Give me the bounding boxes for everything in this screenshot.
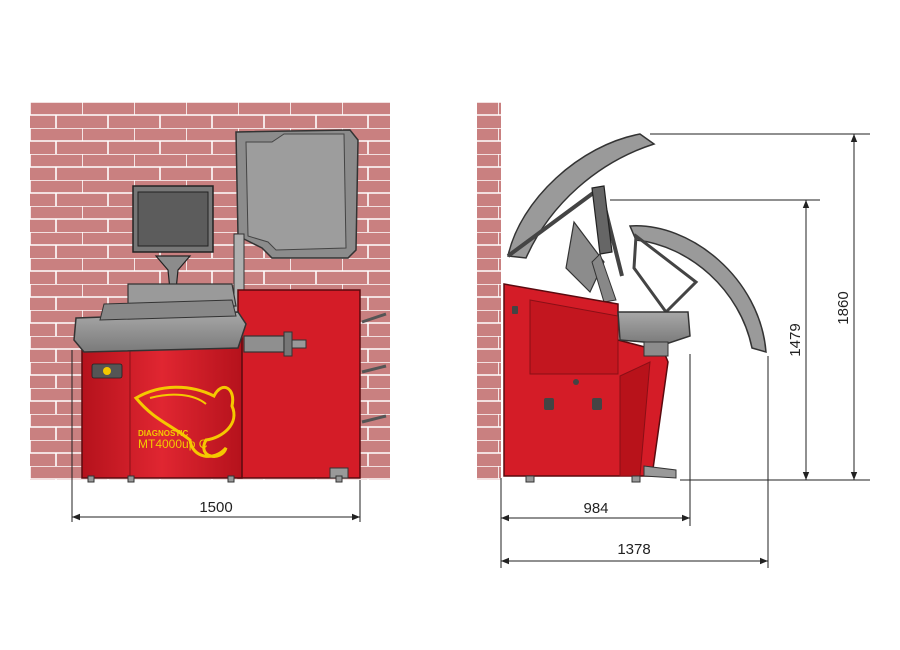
wheel-guard-side-open	[506, 133, 656, 294]
front-view: DIAGNOSTIC MT4000up C 1500	[30, 102, 390, 522]
weight-holders	[361, 312, 387, 424]
dimension-height-open: 1860	[650, 133, 870, 480]
brand-label-small: DIAGNOSTIC	[138, 429, 188, 438]
dimension-label-1378: 1378	[617, 541, 650, 558]
balancing-shaft	[243, 331, 307, 357]
dimension-height-closed: 1479	[610, 199, 870, 481]
side-view: 984 1378 1479 1860	[477, 102, 870, 568]
brand-logo: DIAGNOSTIC MT4000up C	[91, 363, 236, 458]
dimension-label-1860: 1860	[835, 291, 852, 324]
machine-cabinet-front	[81, 289, 361, 483]
brick-wall-side	[477, 102, 501, 480]
dimension-front-width: 1500	[71, 350, 361, 522]
dimension-label-1479: 1479	[787, 323, 804, 356]
dimension-side-depth-open: 1378	[501, 356, 769, 568]
monitor-side	[591, 185, 617, 303]
dimension-label-984: 984	[583, 500, 608, 517]
dimension-side-depth: 984	[500, 354, 691, 568]
brand-model-label: MT4000up C	[138, 437, 208, 451]
monitor-front	[132, 185, 214, 291]
dimension-label-1500: 1500	[199, 499, 232, 516]
accessory-tray-front	[73, 283, 247, 353]
machine-cabinet-side	[503, 283, 677, 483]
accessory-tray-side	[617, 311, 691, 357]
